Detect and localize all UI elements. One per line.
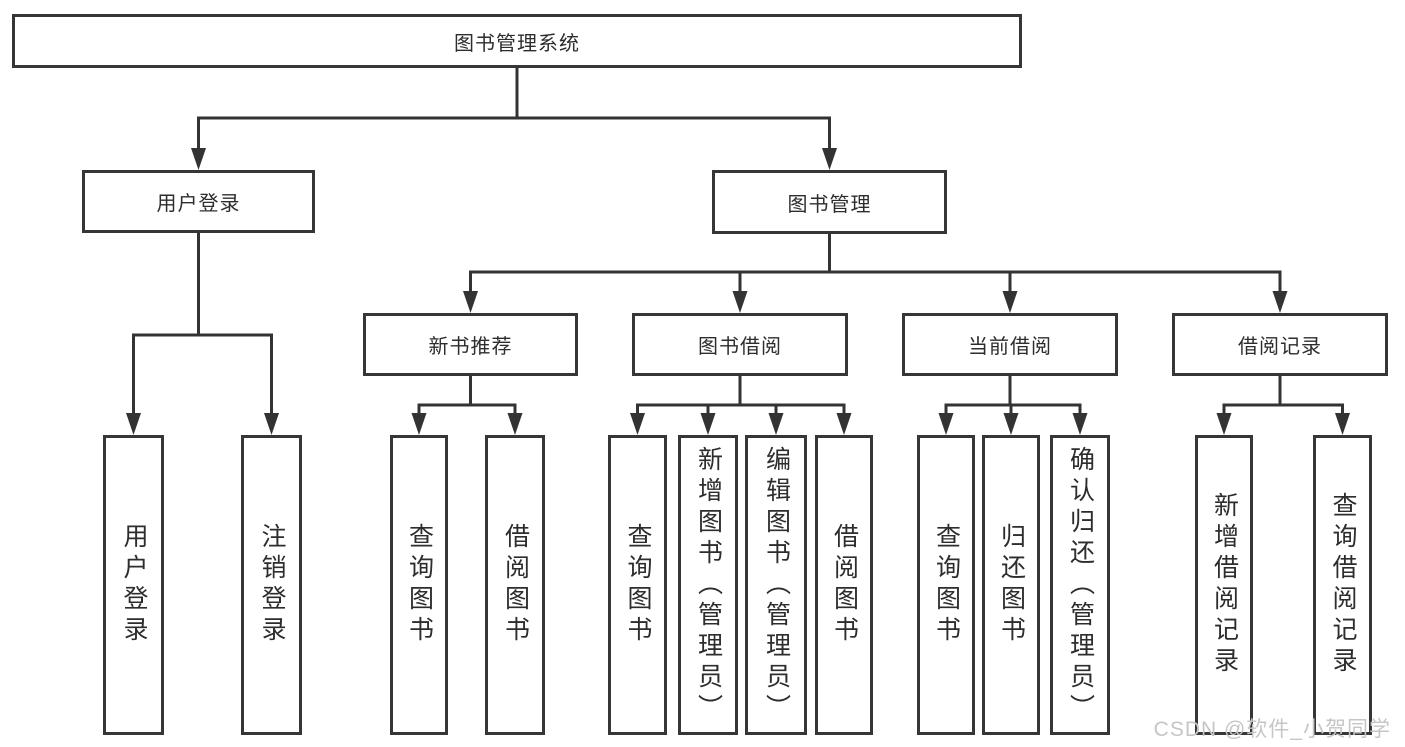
- arrowhead-icon: [411, 413, 427, 435]
- node-borrowing-records: 借阅记录: [1172, 313, 1388, 376]
- arrowhead-icon: [732, 291, 748, 313]
- leaf-query-books-borrowing: 查询图书: [608, 435, 667, 735]
- arrowhead-icon: [1272, 291, 1288, 313]
- arrowhead-icon: [1003, 413, 1019, 435]
- csdn-watermark: CSDN @软件_小贺同学: [1153, 718, 1391, 741]
- arrowhead-icon: [1335, 413, 1350, 435]
- leaf-query-borrow-record: 查询借阅记录: [1313, 435, 1372, 735]
- leaf-confirm-return-admin: 确认归还（管理员）: [1050, 435, 1110, 735]
- leaf-logout: 注销登录: [241, 435, 302, 735]
- leaf-return-books: 归还图书: [982, 435, 1040, 735]
- node-book-management: 图书管理: [712, 170, 947, 234]
- leaf-add-borrow-record: 新增借阅记录: [1195, 435, 1253, 735]
- arrowhead-icon: [822, 148, 837, 170]
- leaf-add-book-admin: 新增图书（管理员）: [678, 435, 738, 735]
- arrowhead-icon: [1216, 413, 1232, 435]
- arrowhead-icon: [1002, 291, 1018, 313]
- arrowhead-icon: [126, 413, 141, 435]
- leaf-user-login: 用户登录: [103, 435, 164, 735]
- node-new-book-recommendation: 新书推荐: [363, 313, 578, 376]
- node-library-management-system: 图书管理系统: [12, 14, 1022, 68]
- arrowhead-icon: [630, 413, 645, 435]
- arrowhead-icon: [1072, 413, 1088, 435]
- arrowhead-icon: [264, 413, 279, 435]
- node-user-login: 用户登录: [82, 170, 315, 233]
- arrowhead-icon: [463, 291, 478, 313]
- arrowhead-icon: [836, 413, 852, 435]
- arrowhead-icon: [191, 148, 206, 170]
- leaf-edit-book-admin: 编辑图书（管理员）: [745, 435, 807, 735]
- node-book-borrowing: 图书借阅: [632, 313, 848, 376]
- leaf-borrow-books: 借阅图书: [815, 435, 873, 735]
- arrowhead-icon: [938, 413, 954, 435]
- arrowhead-icon: [507, 413, 523, 435]
- node-current-borrowing: 当前借阅: [902, 313, 1118, 376]
- arrowhead-icon: [768, 413, 784, 435]
- leaf-borrow-books-recommend: 借阅图书: [485, 435, 545, 735]
- leaf-query-books-current: 查询图书: [917, 435, 975, 735]
- arrowhead-icon: [700, 413, 716, 435]
- leaf-query-books-recommend: 查询图书: [390, 435, 448, 735]
